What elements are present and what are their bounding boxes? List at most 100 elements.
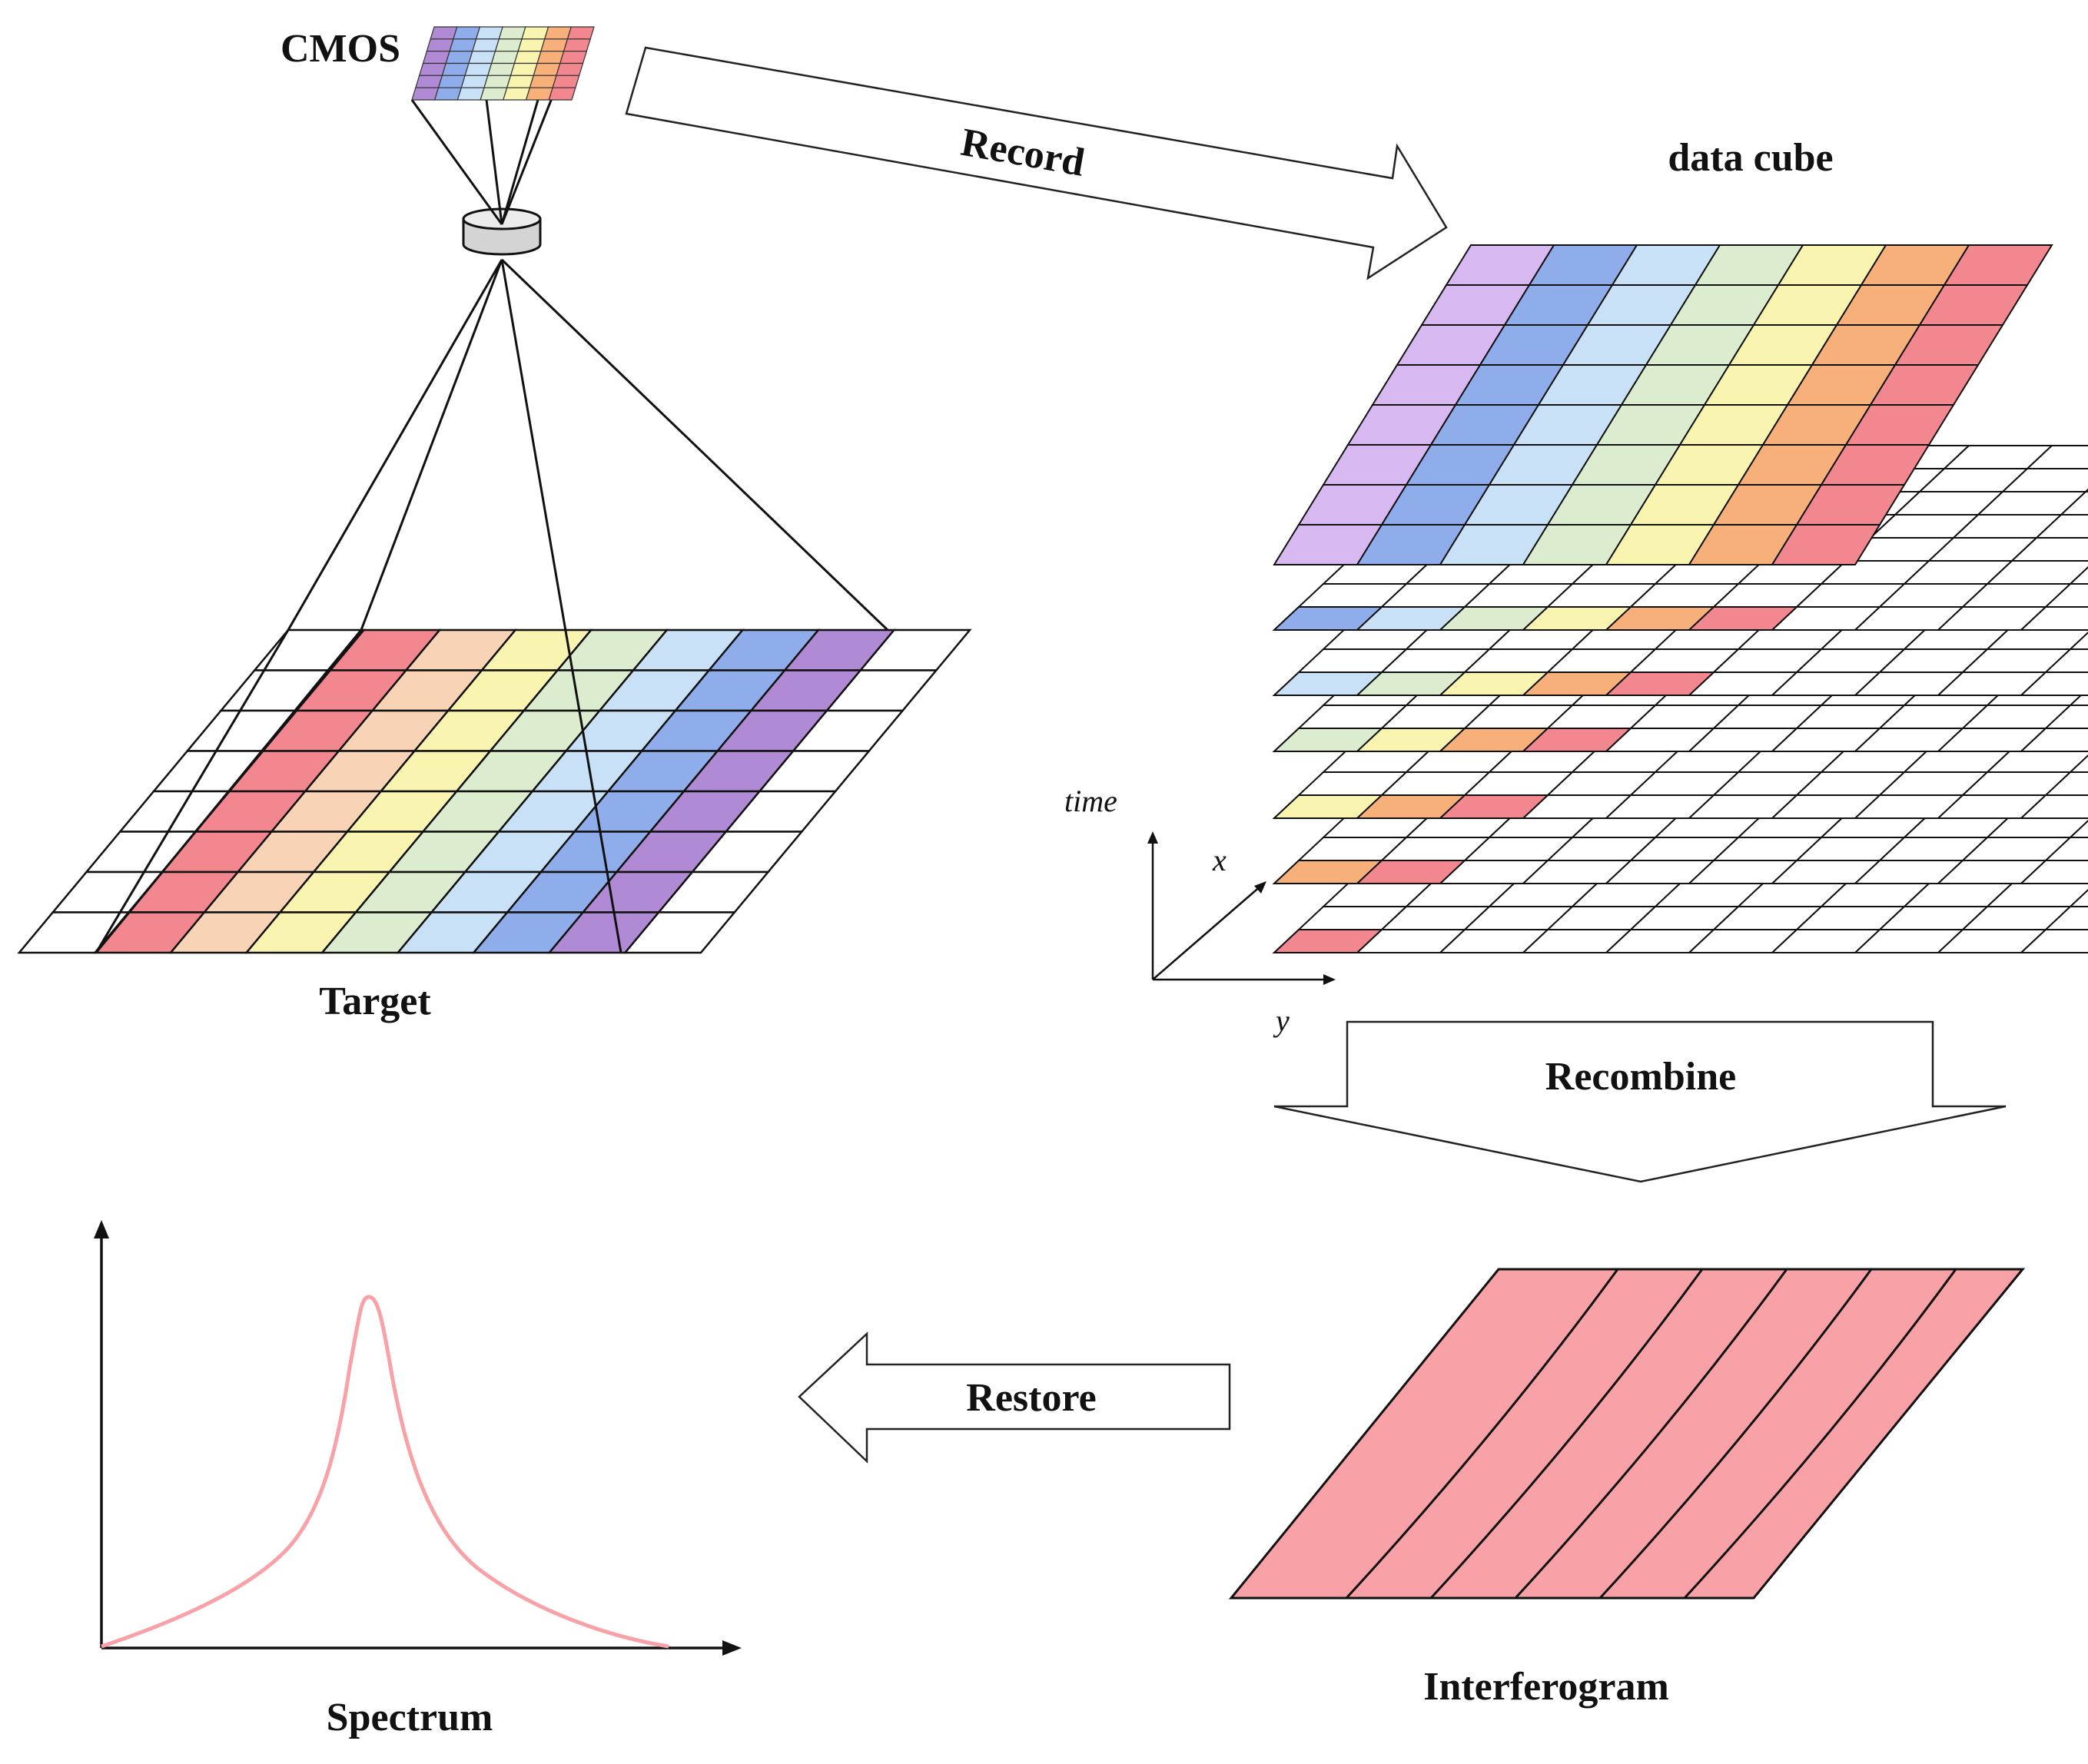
cmos-projection-lines: [410, 90, 556, 225]
cube-cell-colored: [1687, 606, 1799, 631]
cube-cell: [2043, 771, 2088, 796]
lens-icon: [462, 207, 542, 256]
cube-cell: [2068, 820, 2088, 838]
recombine-arrow: Recombine: [1273, 1020, 2007, 1183]
interferogram: [1228, 1268, 2026, 1600]
cmos-pixel: [471, 38, 500, 52]
cmos-pixel: [563, 38, 591, 52]
cmos-pixel: [533, 62, 561, 76]
cube-cell-colored: [1604, 671, 1716, 696]
cmos-pixel: [552, 75, 580, 88]
spectrum-axes: [94, 1220, 742, 1656]
cmos-pixel: [494, 38, 523, 52]
cube-cell-colored: [1355, 860, 1467, 884]
cube-cell: [1985, 625, 2088, 650]
cmos-pixel: [456, 87, 485, 101]
cmos-pixel: [510, 62, 538, 76]
spectrum-curve: [101, 1295, 669, 1649]
axis-time-label: time: [1064, 784, 1117, 818]
cube-cell: [1985, 748, 2088, 773]
data-cube: [1272, 244, 2088, 953]
cube-cell: [2000, 468, 2088, 492]
cmos-sensor-icon: [411, 26, 595, 101]
cmos-pixel: [430, 26, 458, 40]
cube-cell: [2034, 514, 2088, 539]
cube-cell: [2019, 671, 2088, 696]
cmos-pixel: [556, 62, 584, 76]
cmos-pixel: [486, 62, 516, 76]
cube-cell: [2010, 537, 2088, 562]
data-cube-label: data cube: [1668, 136, 1833, 180]
interferogram-fringe: [1345, 1268, 1619, 1600]
cube-cell: [2043, 837, 2088, 861]
cube-cell-colored: [1438, 794, 1550, 819]
target-cell: [622, 911, 737, 954]
cmos-pixel: [480, 87, 508, 101]
cube-cell: [2025, 445, 2088, 469]
target-label: Target: [319, 980, 431, 1023]
cube-cell: [2019, 728, 2088, 752]
projection-lines: [95, 258, 889, 953]
cmos-pixel: [517, 38, 546, 52]
cube-axes: [1147, 831, 1336, 985]
cmos-label: CMOS: [281, 27, 400, 71]
axis-y-label: y: [1273, 1003, 1290, 1038]
cube-cell: [2043, 648, 2088, 673]
restore-label: Restore: [966, 1376, 1096, 1420]
cmos-pixel: [503, 87, 531, 101]
cube-cell: [2019, 794, 2088, 819]
cmos-pixel: [521, 26, 549, 40]
cmos-pixel: [426, 38, 454, 52]
cube-cell: [1985, 883, 2088, 907]
cmos-pixel: [543, 26, 573, 40]
cmos-pixel: [415, 75, 443, 88]
cmos-pixel: [445, 51, 473, 65]
cmos-pixel: [418, 62, 447, 76]
cmos-pixel: [453, 26, 481, 40]
cmos-pixel: [566, 26, 595, 40]
cube-cell-colored: [1272, 929, 1384, 953]
interferogram-fringe: [1514, 1268, 1788, 1600]
cube-cell: [2083, 488, 2088, 492]
cmos-pixel: [506, 75, 535, 88]
cmos-pixel: [468, 51, 496, 65]
cube-cell: [1985, 560, 2088, 585]
cmos-pixel: [559, 51, 588, 65]
restore-arrow: Restore: [798, 1331, 1231, 1464]
cube-top-cell: [1943, 244, 2053, 286]
interferogram-label: Interferogram: [1423, 1665, 1669, 1709]
cube-cell: [2019, 860, 2088, 884]
cmos-pixel: [513, 51, 542, 65]
interferogram-fringe: [1429, 1268, 1704, 1600]
cmos-pixel: [449, 38, 477, 52]
cube-cell-colored: [1521, 728, 1633, 752]
cube-cell: [2019, 929, 2088, 953]
cmos-pixel: [540, 38, 569, 52]
interferogram-fringe: [1598, 1268, 1873, 1600]
cmos-pixel: [460, 75, 489, 88]
cmos-pixel: [536, 51, 565, 65]
cmos-pixel: [529, 75, 557, 88]
recombine-label: Recombine: [1545, 1055, 1736, 1099]
cube-cell: [2043, 705, 2088, 729]
cmos-pixel: [464, 62, 493, 76]
cmos-pixel: [498, 26, 526, 40]
cmos-pixel: [483, 75, 512, 88]
record-arrow: Record: [625, 46, 1448, 280]
cmos-pixel: [441, 62, 470, 76]
axis-x-label: x: [1212, 843, 1227, 877]
spectrum-plot: [94, 1220, 742, 1656]
cube-cell: [2043, 583, 2088, 608]
cmos-pixel: [422, 51, 450, 65]
cube-cell: [2068, 566, 2088, 585]
cube-cell: [2019, 606, 2088, 631]
spectrum-label: Spectrum: [327, 1696, 493, 1739]
cmos-pixel: [548, 87, 576, 101]
cube-cell: [2068, 754, 2088, 773]
interferogram-fringe: [1683, 1268, 1957, 1600]
target-grid: [17, 628, 972, 954]
cmos-pixel: [490, 51, 520, 65]
cube-cell: [1985, 814, 2088, 838]
